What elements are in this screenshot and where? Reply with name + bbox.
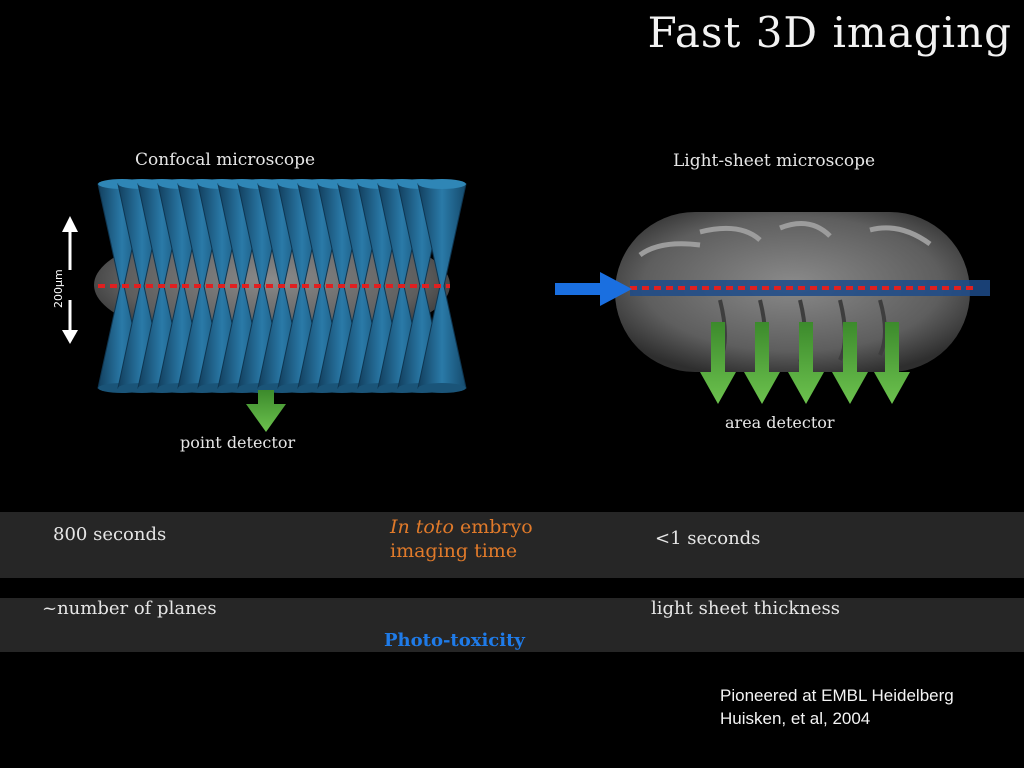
area-detector-arrow [700, 322, 736, 404]
confocal-time-value: 800 seconds [53, 524, 167, 545]
credit-line-2: Huisken, et al, 2004 [720, 709, 871, 728]
lightsheet-time-value: <1 seconds [655, 528, 761, 549]
illumination-arrow [555, 272, 632, 306]
confocal-cone-bottom-rim [418, 383, 466, 393]
point-detector-arrow [246, 390, 286, 432]
confocal-toxicity-value: ~number of planes [42, 598, 217, 619]
area-detector-arrow [788, 322, 824, 404]
point-detector-label: point detector [180, 433, 296, 452]
phototoxicity-label: Photo-toxicity [384, 630, 525, 651]
area-detector-arrows [700, 322, 910, 404]
lightsheet-heading: Light-sheet microscope [673, 151, 876, 171]
embryo-text: embryo [453, 516, 533, 538]
confocal-cone-top-rim [418, 179, 466, 189]
area-detector-arrow [832, 322, 868, 404]
area-detector-arrow [874, 322, 910, 404]
credit-line-1: Pioneered at EMBL Heidelberg [720, 686, 954, 705]
imaging-time-text: imaging time [390, 540, 518, 562]
scale-label: 200μm [52, 269, 65, 308]
imaging-time-label: In toto embryo imaging time [390, 515, 533, 563]
imaging-time-band [0, 512, 1024, 578]
area-detector-arrow [744, 322, 780, 404]
phototoxicity-band [0, 598, 1024, 652]
confocal-heading: Confocal microscope [135, 150, 316, 170]
in-toto-text: In toto [390, 516, 454, 538]
lightsheet-toxicity-value: light sheet thickness [651, 598, 840, 619]
credit-block: Pioneered at EMBL Heidelberg Huisken, et… [720, 684, 954, 730]
area-detector-label: area detector [725, 413, 835, 432]
slide-title: Fast 3D imaging [647, 8, 1012, 57]
scale-bar-arrows [62, 216, 78, 344]
